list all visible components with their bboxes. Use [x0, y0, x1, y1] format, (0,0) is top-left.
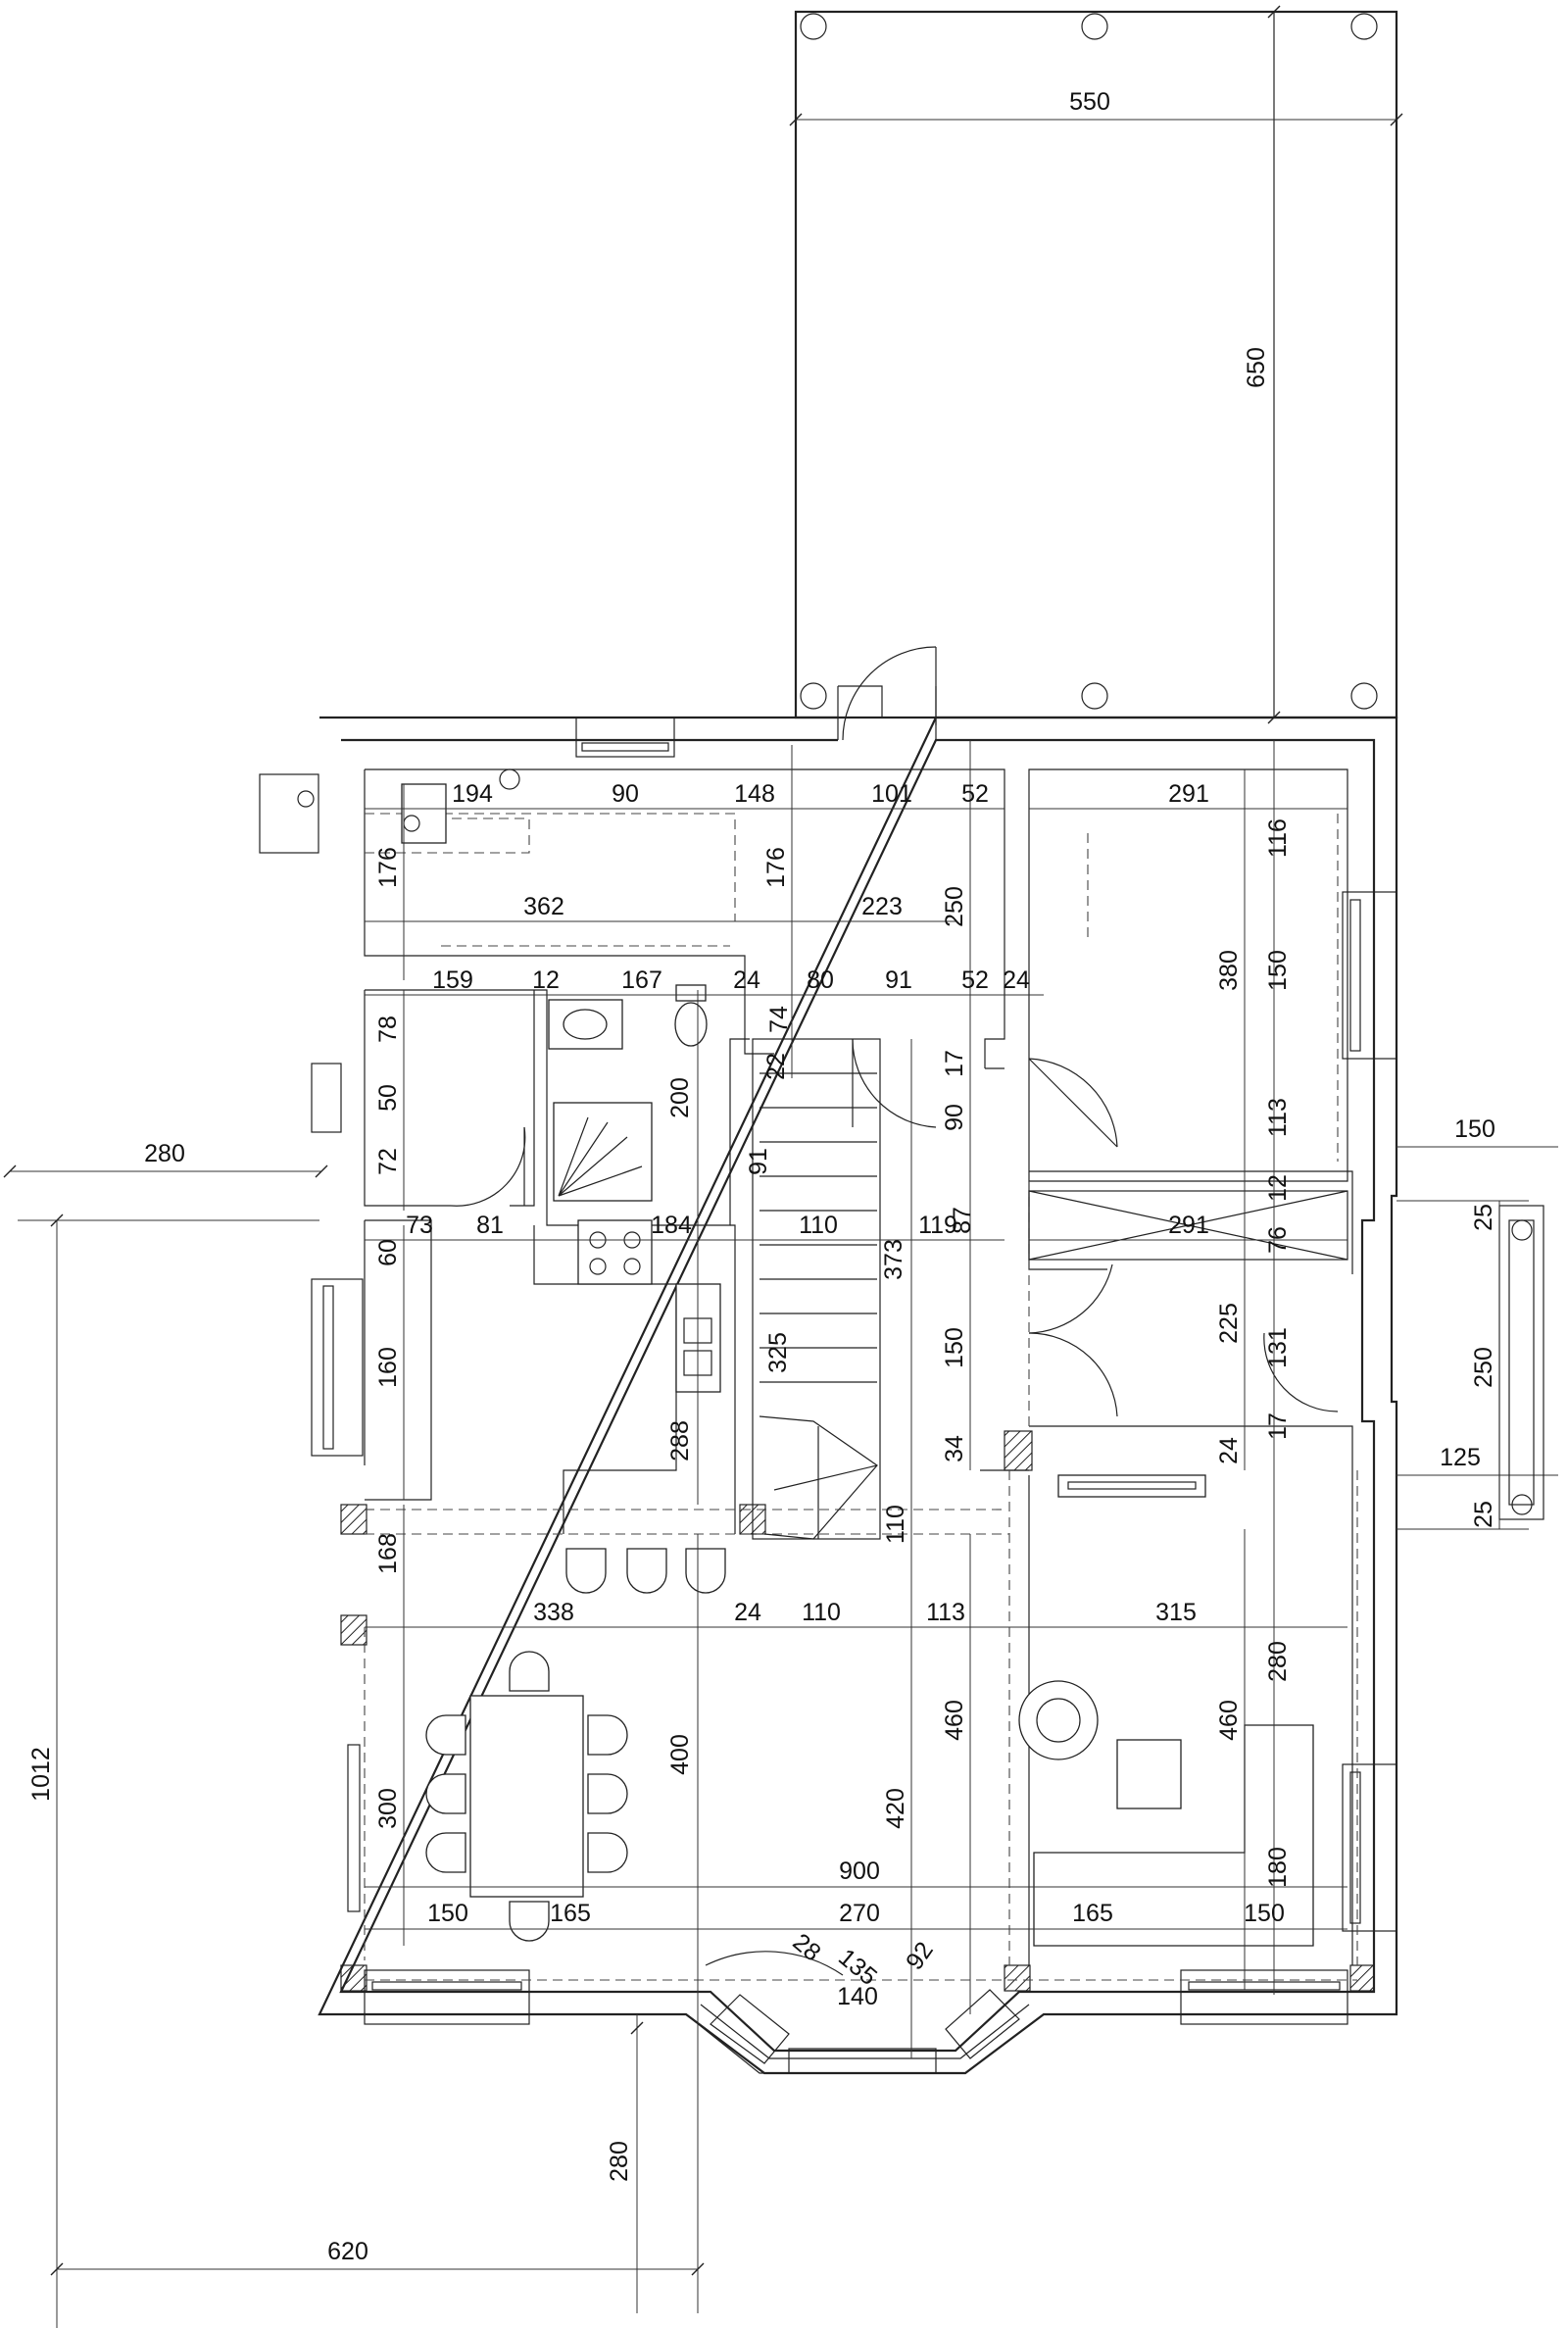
dim-label: 113	[926, 1599, 965, 1626]
doors	[450, 1038, 1339, 1417]
dim-label: 176	[374, 847, 402, 888]
dim-label: 168	[374, 1533, 402, 1574]
dim-label: 650	[1243, 347, 1270, 388]
dim-label: 223	[861, 893, 903, 920]
dim-label: 125	[1440, 1444, 1481, 1471]
dim-label: 550	[1069, 88, 1110, 116]
dim-label: 110	[799, 1212, 838, 1239]
dim-label: 52	[961, 966, 989, 994]
dim-label: 165	[1072, 1900, 1113, 1927]
dim-label: 12	[1264, 1174, 1292, 1202]
dim-label: 380	[1215, 950, 1243, 991]
dim-label: 150	[1244, 1900, 1285, 1927]
dim-label: 160	[374, 1347, 402, 1388]
dim-label: 34	[941, 1435, 968, 1462]
dim-label: 280	[606, 2141, 633, 2182]
bay-window	[685, 1951, 1045, 2074]
dim-label: 60	[374, 1239, 402, 1266]
dim-label: 119	[918, 1212, 957, 1239]
dim-label: 184	[651, 1212, 692, 1239]
dim-label: 110	[882, 1505, 909, 1544]
dim-label: 150	[1454, 1115, 1495, 1143]
dim-label: 291	[1168, 1212, 1209, 1239]
dim-label: 24	[733, 966, 760, 994]
dim-label: 17	[1264, 1412, 1292, 1440]
dim-label: 25	[1470, 1204, 1497, 1231]
storage-room	[1028, 1190, 1348, 1261]
dim-label: 176	[762, 847, 790, 888]
dim-label: 140	[837, 1983, 878, 2010]
dim-label: 73	[406, 1212, 433, 1239]
entrance-door	[837, 646, 937, 741]
dim-label: 150	[1264, 950, 1292, 991]
dim-label: 72	[374, 1148, 402, 1175]
dim-label: 1012	[27, 1747, 55, 1802]
dim-label: 80	[807, 966, 834, 994]
dim-label: 76	[1264, 1226, 1292, 1254]
dim-label: 270	[839, 1900, 880, 1927]
dim-label: 362	[523, 893, 564, 920]
dim-label: 150	[941, 1327, 968, 1368]
staircase	[752, 1038, 881, 1540]
windows	[311, 717, 1397, 2074]
dim-label: 280	[144, 1140, 185, 1167]
dim-label: 200	[666, 1077, 694, 1118]
dim-label: 74	[765, 1006, 793, 1033]
dim-label: 460	[941, 1700, 968, 1741]
kitchen	[577, 1219, 721, 1393]
dim-label: 113	[1264, 1098, 1292, 1137]
dim-label: 50	[374, 1084, 402, 1112]
dimension-lines	[3, 740, 1558, 2328]
dim-label: 91	[885, 966, 912, 994]
dim-label: 24	[1003, 966, 1030, 994]
dim-label: 288	[666, 1420, 694, 1461]
dim-label: 165	[550, 1900, 591, 1927]
living-room	[1018, 1474, 1314, 1947]
dim-label: 131	[1264, 1327, 1292, 1368]
dining-table	[425, 1651, 628, 1942]
dim-label: 25	[1470, 1501, 1497, 1528]
dim-label: 78	[374, 1015, 402, 1043]
dim-label: 90	[612, 780, 639, 808]
dim-label: 167	[621, 966, 662, 994]
dim-label: 900	[839, 1857, 880, 1885]
dim-label: 90	[941, 1104, 968, 1131]
dim-label: 110	[802, 1599, 841, 1626]
dim-label: 116	[1264, 818, 1292, 858]
dim-label: 250	[941, 886, 968, 927]
dim-label: 22	[762, 1053, 790, 1080]
dim-label: 24	[734, 1599, 761, 1626]
dim-label: 159	[432, 966, 473, 994]
dim-label: 17	[941, 1050, 968, 1077]
dim-label: 24	[1215, 1437, 1243, 1464]
dim-label: 52	[961, 780, 989, 808]
dim-label: 400	[666, 1734, 694, 1775]
dim-label: 325	[764, 1332, 792, 1373]
dim-label: 148	[734, 780, 775, 808]
dim-label: 101	[871, 780, 912, 808]
dim-label: 92	[901, 1937, 939, 1975]
dim-label: 338	[533, 1599, 574, 1626]
dim-label: 315	[1155, 1599, 1197, 1626]
dim-label: 300	[374, 1788, 402, 1829]
dim-label: 620	[327, 2238, 368, 2265]
dim-label: 12	[532, 966, 560, 994]
dim-label: 150	[427, 1900, 468, 1927]
dim-label: 460	[1215, 1700, 1243, 1741]
dim-label: 280	[1264, 1641, 1292, 1682]
bar-stools	[565, 1548, 726, 1594]
dim-label: 373	[880, 1239, 907, 1280]
dim-label: 291	[1168, 780, 1209, 808]
dim-label: 194	[452, 780, 493, 808]
dim-label: 87	[949, 1207, 976, 1234]
dim-label: 28	[787, 1928, 825, 1966]
dim-label: 420	[882, 1788, 909, 1829]
dim-label: 225	[1215, 1303, 1243, 1344]
dim-label: 250	[1470, 1347, 1497, 1388]
bathroom-fixtures	[401, 768, 708, 1202]
dim-label: 180	[1264, 1847, 1292, 1888]
dim-label: 81	[476, 1212, 504, 1239]
dim-label: 91	[745, 1148, 772, 1175]
